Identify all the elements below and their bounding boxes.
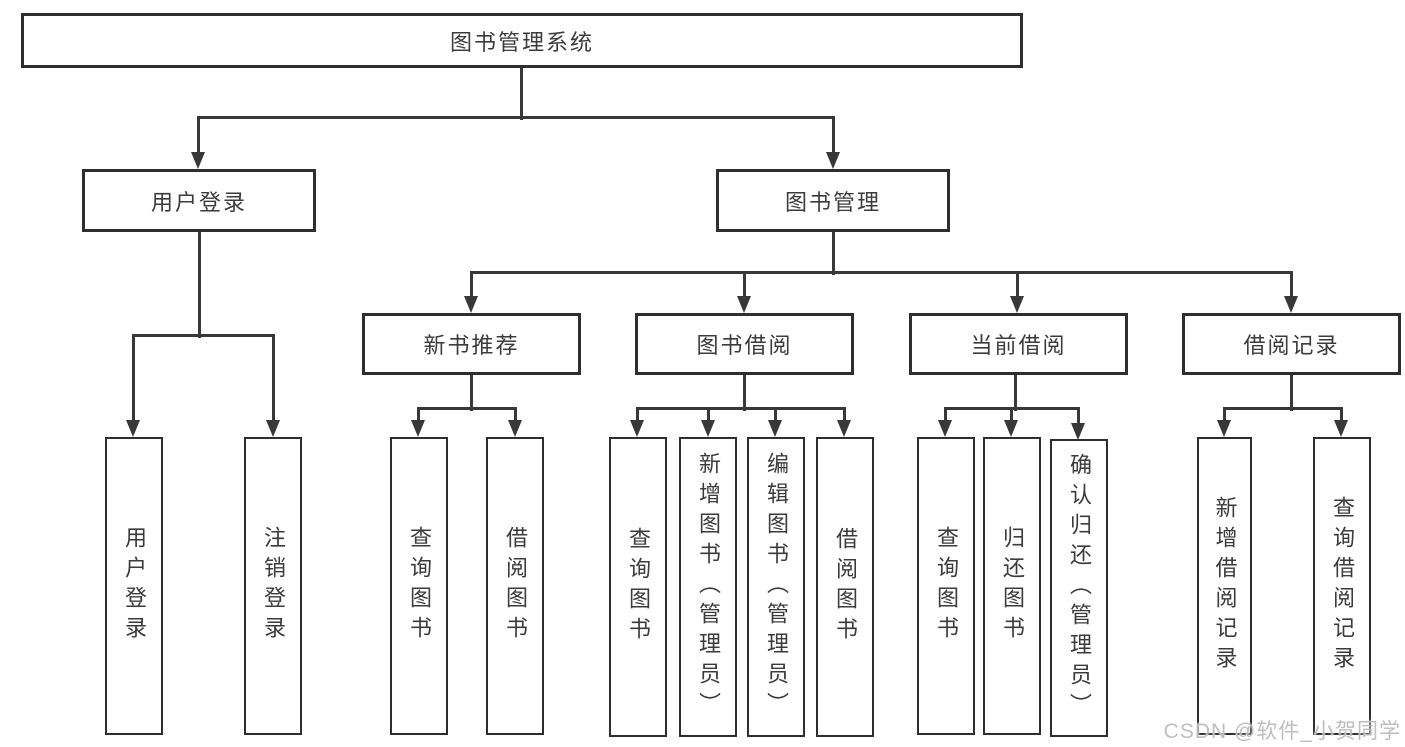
node-borrow-books-2: 借阅图书 <box>816 437 874 737</box>
arrow-down-icon <box>1010 296 1024 313</box>
node-current-borrowing: 当前借阅 <box>909 313 1128 375</box>
node-borrow-books-1: 借阅图书 <box>486 437 544 735</box>
connector-hline <box>1223 407 1343 410</box>
arrow-down-icon <box>630 420 644 437</box>
node-user-login: 用户登录 <box>82 169 316 232</box>
node-query-books-3: 查询图书 <box>917 437 975 735</box>
connector-vline <box>707 408 710 423</box>
arrow-down-icon <box>837 420 851 437</box>
node-add-borrow-record: 新增借阅记录 <box>1197 437 1252 735</box>
node-borrow-books-1-label: 借阅图书 <box>503 526 528 646</box>
node-query-books-3-label: 查询图书 <box>934 526 959 646</box>
connector-vline <box>1290 375 1293 411</box>
arrow-down-icon <box>1071 423 1085 440</box>
connector-vline <box>1290 272 1293 299</box>
arrow-down-icon <box>411 420 425 437</box>
node-library-management-system-label: 图书管理系统 <box>449 29 594 55</box>
node-borrowing-records-label: 借阅记录 <box>1243 333 1340 358</box>
connector-vline <box>470 272 473 299</box>
connector-vline <box>1223 408 1226 423</box>
arrow-down-icon <box>1004 420 1018 437</box>
node-add-book-admin-label: 新增图书（管理员） <box>696 452 721 722</box>
connector-vline <box>832 117 835 155</box>
connector-vline <box>743 375 746 411</box>
connector-vline <box>132 335 135 423</box>
node-new-book-recommendation-label: 新书推荐 <box>423 333 520 358</box>
connector-vline <box>272 335 275 423</box>
arrow-down-icon <box>1334 420 1348 437</box>
connector-vline <box>417 408 420 423</box>
arrow-down-icon <box>938 420 952 437</box>
arrow-down-icon <box>737 296 751 313</box>
connector-vline <box>1010 408 1013 423</box>
node-borrowing-records: 借阅记录 <box>1182 313 1401 375</box>
node-edit-book-admin: 编辑图书（管理员） <box>747 437 805 737</box>
node-return-books-label: 归还图书 <box>1000 526 1025 646</box>
connector-hline <box>636 407 846 410</box>
connector-vline <box>1016 272 1019 299</box>
connector-vline <box>843 408 846 423</box>
node-book-management: 图书管理 <box>716 169 950 232</box>
node-add-book-admin: 新增图书（管理员） <box>679 437 737 737</box>
connector-vline <box>520 68 523 120</box>
arrow-down-icon <box>191 152 205 169</box>
connector-vline <box>774 408 777 423</box>
watermark: CSDN @软件_小贺同学 <box>1163 720 1401 743</box>
connector-hline <box>132 334 275 337</box>
node-query-books-1: 查询图书 <box>390 437 448 735</box>
node-new-book-recommendation: 新书推荐 <box>362 313 581 375</box>
node-return-books: 归还图书 <box>983 437 1041 735</box>
node-book-borrowing: 图书借阅 <box>635 313 854 375</box>
connector-vline <box>832 232 835 275</box>
node-user-login-leaf-label: 用户登录 <box>122 526 147 646</box>
node-book-management-label: 图书管理 <box>784 189 881 215</box>
connector-vline <box>944 408 947 423</box>
node-query-books-2-label: 查询图书 <box>626 527 651 647</box>
connector-vline <box>198 232 201 338</box>
connector-vline <box>743 272 746 299</box>
connector-vline <box>1077 408 1080 426</box>
arrow-down-icon <box>701 420 715 437</box>
connector-hline <box>417 407 517 410</box>
arrow-down-icon <box>266 420 280 437</box>
node-query-borrow-record: 查询借阅记录 <box>1313 437 1371 735</box>
node-query-borrow-record-label: 查询借阅记录 <box>1330 496 1355 676</box>
arrow-down-icon <box>126 420 140 437</box>
connector-vline <box>1340 408 1343 423</box>
connector-vline <box>1014 375 1017 411</box>
node-logout-label: 注销登录 <box>261 526 286 646</box>
connector-vline <box>197 117 200 155</box>
connector-vline <box>636 408 639 423</box>
node-user-login-label: 用户登录 <box>150 189 247 215</box>
node-logout: 注销登录 <box>244 437 302 735</box>
connector-vline <box>470 375 473 411</box>
node-book-borrowing-label: 图书借阅 <box>696 333 793 358</box>
node-confirm-return-admin: 确认归还（管理员） <box>1050 439 1108 737</box>
node-confirm-return-admin-label: 确认归还（管理员） <box>1067 453 1092 723</box>
arrow-down-icon <box>1217 420 1231 437</box>
node-query-books-2: 查询图书 <box>609 437 667 737</box>
node-query-books-1-label: 查询图书 <box>407 526 432 646</box>
node-current-borrowing-label: 当前借阅 <box>970 333 1067 358</box>
arrow-down-icon <box>1284 296 1298 313</box>
arrow-down-icon <box>768 420 782 437</box>
arrow-down-icon <box>826 152 840 169</box>
node-add-borrow-record-label: 新增借阅记录 <box>1212 496 1238 676</box>
node-borrow-books-2-label: 借阅图书 <box>833 527 858 647</box>
connector-vline <box>514 408 517 423</box>
node-edit-book-admin-label: 编辑图书（管理员） <box>764 452 789 722</box>
connector-hline <box>197 116 835 119</box>
arrow-down-icon <box>464 296 478 313</box>
node-user-login-leaf: 用户登录 <box>105 437 163 735</box>
arrow-down-icon <box>508 420 522 437</box>
node-library-management-system: 图书管理系统 <box>21 13 1023 68</box>
connector-hline <box>470 271 1293 274</box>
